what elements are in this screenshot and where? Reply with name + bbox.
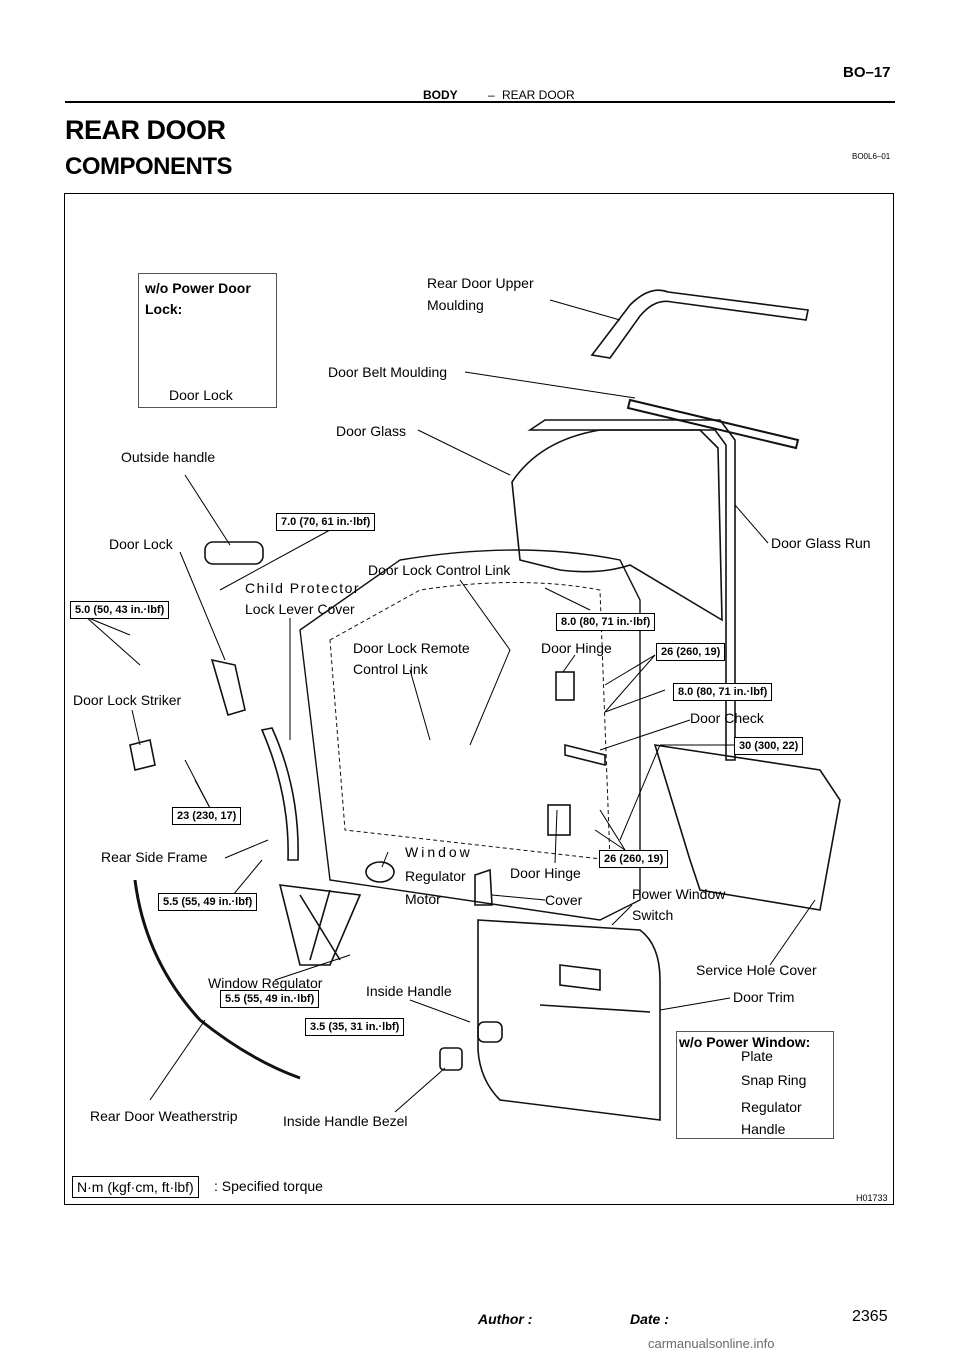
label-pw-switch-line2: Switch	[632, 907, 674, 923]
label-weatherstrip: Rear Door Weatherstrip	[90, 1108, 238, 1124]
door-glass-drawing	[511, 429, 723, 622]
label-regulator-handle-line1: Regulator	[741, 1099, 802, 1115]
header-rule	[65, 101, 895, 103]
inside-handle-drawing	[477, 1021, 503, 1043]
label-child-protector-line2: Lock Lever Cover	[245, 601, 355, 617]
upper-moulding-drawing	[590, 289, 809, 359]
label-door-lock: Door Lock	[109, 536, 173, 552]
torque-door-glass: 8.0 (80, 71 in.·lbf)	[556, 613, 656, 631]
label-motor-line3: Motor	[405, 891, 441, 907]
label-cover: Cover	[545, 892, 583, 908]
torque-door-check: 30 (300, 22)	[734, 737, 804, 755]
motor-drawing	[365, 861, 395, 883]
outside-handle-drawing	[204, 541, 264, 565]
cover-drawing	[474, 868, 493, 906]
label-snap-ring: Snap Ring	[741, 1072, 807, 1088]
figure-code: H01733	[856, 1193, 888, 1203]
label-door-hinge-upper: Door Hinge	[541, 640, 612, 656]
inset-without-power-window: w/o Power Window:	[676, 1031, 834, 1139]
label-service-hole-cover: Service Hole Cover	[696, 962, 817, 978]
striker-drawing	[129, 739, 156, 771]
page-subtitle: COMPONENTS	[65, 153, 233, 180]
torque-outside-handle: 7.0 (70, 61 in.·lbf)	[276, 513, 376, 531]
torque-striker-upper: 5.0 (50, 43 in.·lbf)	[70, 601, 170, 619]
document-code: BO0L6–01	[852, 152, 891, 161]
footer-date: Date :	[630, 1311, 669, 1327]
page-title: REAR DOOR	[65, 115, 226, 145]
label-child-protector-line1: Child Protector	[245, 580, 361, 596]
hinge-lower-drawing	[547, 804, 571, 836]
header-page-code: BO–17	[843, 64, 891, 81]
door-frame-drawing	[299, 549, 641, 921]
label-remote-link-line2: Control Link	[353, 661, 428, 677]
label-regulator-handle-line2: Handle	[741, 1121, 786, 1137]
door-lock-drawing	[210, 658, 246, 716]
label-pw-switch-line1: Power Window	[632, 886, 726, 902]
inset-title-line2: Lock:	[145, 301, 183, 317]
service-hole-cover-drawing	[653, 744, 841, 911]
label-motor-line2: Regulator	[405, 868, 466, 884]
components-figure	[64, 193, 894, 1205]
header-section: BODY	[423, 88, 458, 102]
label-door-trim: Door Trim	[733, 989, 795, 1005]
window-regulator-drawing	[278, 884, 362, 966]
glass-run-drawing	[527, 419, 736, 761]
handle-bezel-drawing	[439, 1047, 463, 1071]
label-door-hinge-lower: Door Hinge	[510, 865, 581, 881]
label-rear-side-frame: Rear Side Frame	[101, 849, 208, 865]
torque-hinge-lower: 26 (260, 19)	[599, 850, 669, 868]
label-door-check: Door Check	[690, 710, 764, 726]
label-upper-moulding-line2: Moulding	[427, 297, 484, 313]
belt-moulding-drawing	[626, 398, 800, 450]
label-handle-bezel: Inside Handle Bezel	[283, 1113, 408, 1129]
label-inside-handle: Inside Handle	[366, 983, 452, 999]
label-lock-control-link: Door Lock Control Link	[368, 562, 511, 578]
label-lock-striker: Door Lock Striker	[73, 692, 182, 708]
label-door-glass-run: Door Glass Run	[771, 535, 871, 551]
inset-without-power-door-lock: w/o Power Door Lock:	[138, 273, 277, 408]
label-door-glass: Door Glass	[336, 423, 407, 439]
torque-hinge-body: 8.0 (80, 71 in.·lbf)	[673, 683, 773, 701]
header-dash: –	[488, 88, 495, 102]
weatherstrip-drawing	[133, 879, 301, 1080]
header-topic: REAR DOOR	[502, 88, 575, 102]
label-plate: Plate	[741, 1048, 773, 1064]
rear-side-frame-drawing	[260, 727, 299, 861]
footer-author: Author :	[478, 1311, 533, 1327]
label-upper-moulding-line1: Rear Door Upper	[427, 275, 534, 291]
label-belt-moulding: Door Belt Moulding	[328, 364, 448, 380]
torque-inside-handle: 3.5 (35, 31 in.·lbf)	[305, 1018, 405, 1036]
door-trim-drawing	[477, 919, 661, 1121]
label-outside-handle: Outside handle	[121, 449, 216, 465]
torque-legend-text: : Specified torque	[214, 1178, 323, 1194]
door-check-drawing	[564, 743, 606, 767]
label-motor-line1: Window	[405, 844, 473, 860]
torque-legend-unit: N·m (kgf·cm, ft·lbf)	[72, 1176, 199, 1198]
hinge-upper-drawing	[555, 671, 575, 701]
label-window-regulator: Window Regulator	[208, 975, 323, 991]
torque-hinge-upper: 26 (260, 19)	[656, 643, 726, 661]
inset-window-title: w/o Power Window:	[679, 1034, 811, 1050]
torque-window-regulator: 5.5 (55, 49 in.·lbf)	[220, 990, 320, 1008]
torque-rear-side-frame: 5.5 (55, 49 in.·lbf)	[158, 893, 258, 911]
torque-striker: 23 (230, 17)	[172, 807, 242, 825]
label-remote-link-line1: Door Lock Remote	[353, 640, 470, 656]
inset-title-line1: w/o Power Door	[145, 280, 251, 296]
watermark: carmanualsonline.info	[648, 1336, 775, 1351]
label-inset-door-lock: Door Lock	[169, 387, 233, 403]
footer-page-number: 2365	[852, 1308, 888, 1325]
